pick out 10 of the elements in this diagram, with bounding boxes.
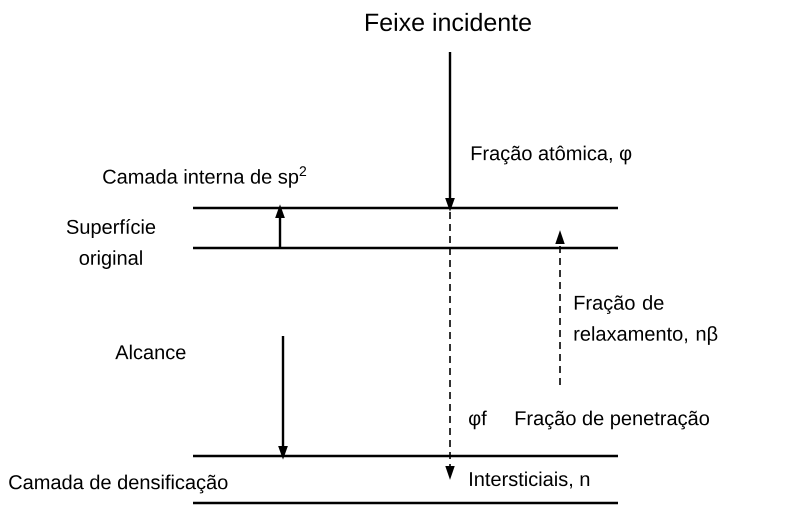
layer-label: Camada de densificação	[9, 474, 228, 494]
layer-label: Camada interna de sp$^{2}$	[103, 166, 306, 188]
symbol-label: φf	[469, 410, 487, 430]
interstitial-label: Intersticiais, n	[470, 471, 590, 489]
range-label: Alcance	[115, 344, 186, 360]
surface-label: Superfície original	[66, 219, 156, 269]
fraction-label: Fração de relaxamento, nβ	[574, 295, 718, 345]
fraction-label: Fração de penetração	[516, 410, 709, 430]
beam-label: Feixe incidente	[366, 12, 531, 32]
fraction-label: Fração atômica, φ	[472, 146, 632, 164]
